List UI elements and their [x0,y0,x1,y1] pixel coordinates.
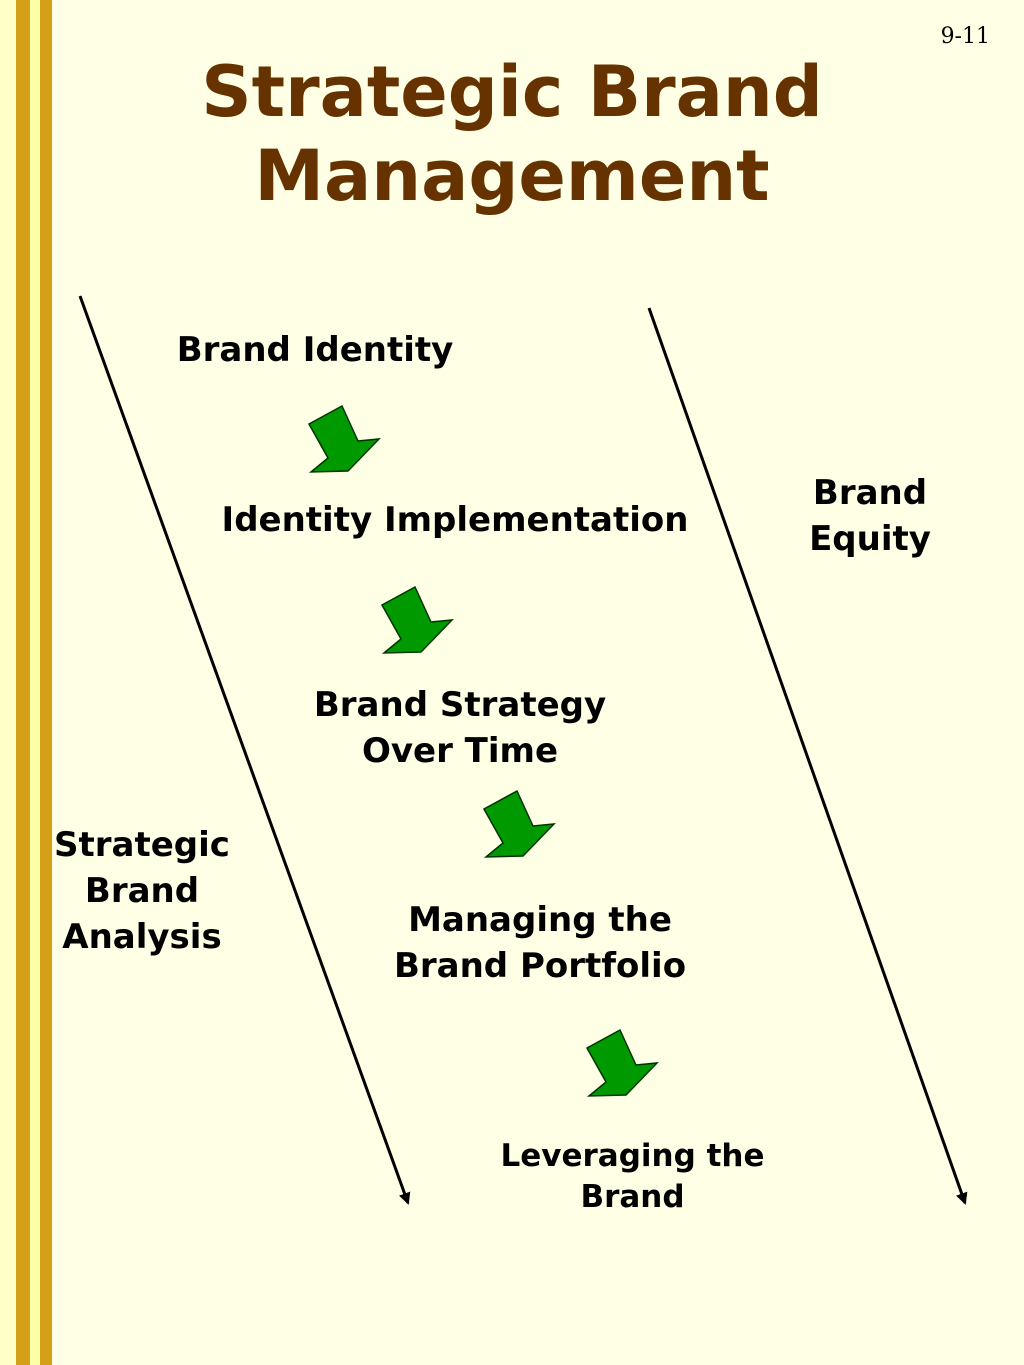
title-line: Management [254,135,770,217]
slide-title: Strategic Brand Management [0,50,1024,218]
flow-arrow-icon [585,1028,659,1097]
border-stripe [40,0,52,1365]
border-stripe [0,0,16,1365]
slide-number: 9-11 [940,24,990,49]
side-label-line: Equity [809,519,931,559]
side-label-line: Strategic [54,825,230,865]
step-label-line: Brand Strategy [313,685,607,725]
step-label-line: Managing the [408,900,672,940]
step-label-line: Brand Portfolio [393,946,687,986]
step-brand-strategy: Brand Strategy Over Time [300,682,620,774]
step-label-line: Identity Implementation [221,500,689,540]
step-label-line: Brand [580,1179,685,1215]
side-label-line: Analysis [62,917,222,957]
flow-arrow-icon [307,404,381,473]
step-brand-identity: Brand Identity [160,330,470,370]
step-label-line: Leveraging the [500,1138,765,1174]
step-leveraging-brand: Leveraging the Brand [480,1136,785,1218]
side-label-line: Brand [84,871,200,911]
flow-arrow-icon [482,789,556,858]
side-label-line: Brand [812,473,928,513]
step-label-line: Over Time [361,731,559,771]
strategic-analysis-axis-arrow [78,295,411,1205]
side-label-strategic-brand-analysis: Strategic Brand Analysis [40,822,244,960]
flow-arrow-icon [380,585,454,654]
step-managing-portfolio: Managing the Brand Portfolio [380,897,700,989]
border-stripe [30,0,40,1365]
brand-equity-axis-arrow [647,307,968,1205]
step-label-line: Brand Identity [176,330,454,370]
side-label-brand-equity: Brand Equity [780,470,960,562]
step-identity-implementation: Identity Implementation [205,500,705,540]
title-line: Strategic Brand [201,51,823,133]
border-stripe [16,0,30,1365]
